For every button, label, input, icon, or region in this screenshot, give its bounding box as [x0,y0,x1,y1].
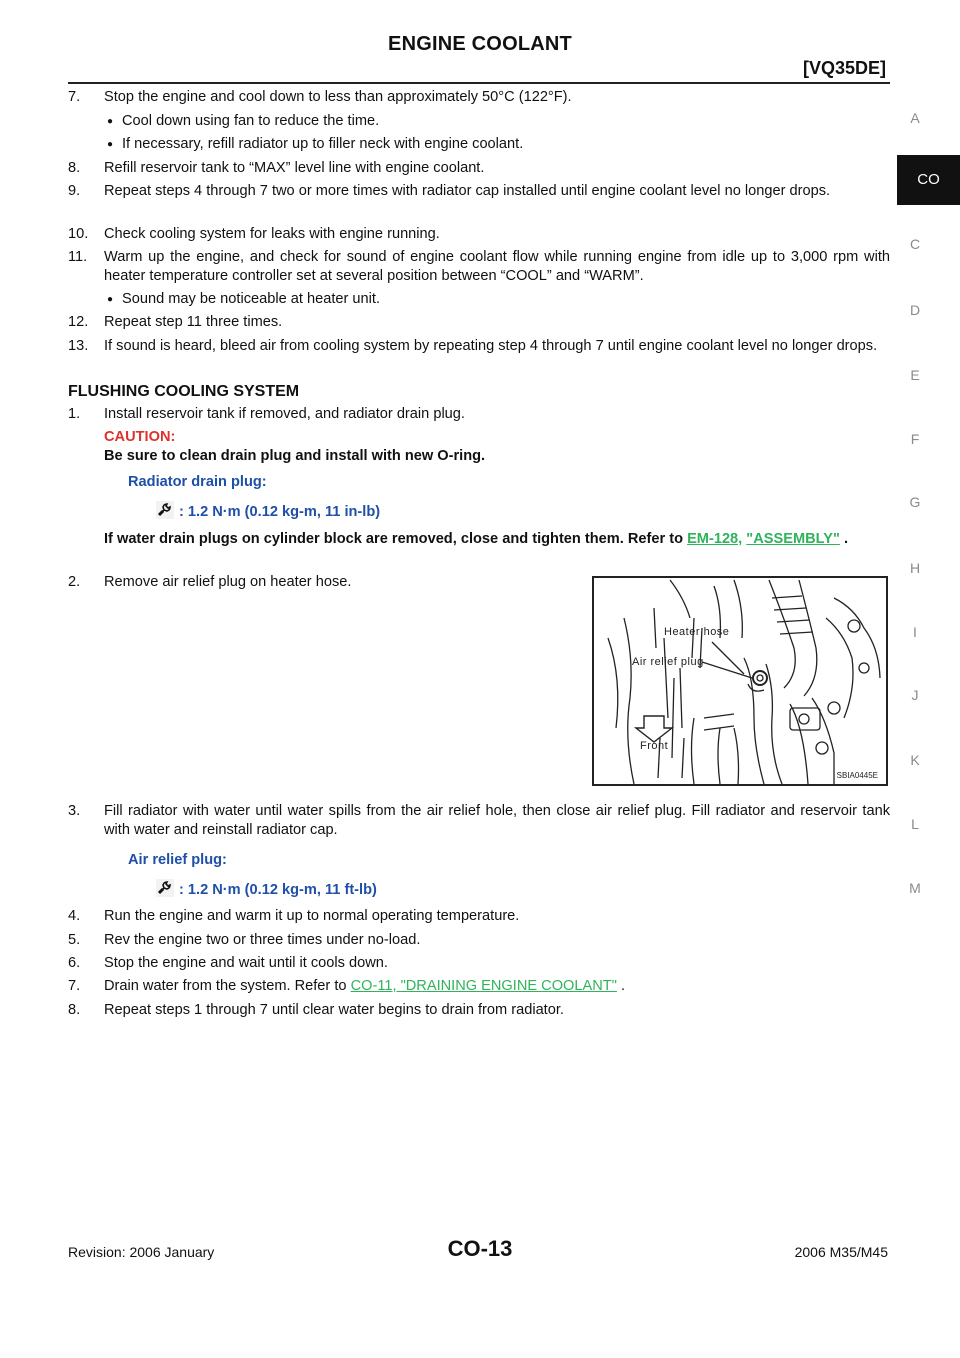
step-7-bullet-2: If necessary, refill radiator up to fill… [107,135,890,154]
step-12: 12. Repeat step 11 three times. [68,313,890,332]
index-tab-f[interactable]: F [910,431,920,447]
step-11-bullet-1: Sound may be noticeable at heater unit. [107,290,890,309]
step-7: 7. Stop the engine and cool down to less… [68,88,890,107]
step-number: 9. [68,183,81,199]
step-7-bullet-1: Cool down using fan to reduce the time. [107,112,890,131]
air-relief-plug-label: Air relief plug [632,656,704,668]
index-tab-e[interactable]: E [910,367,920,383]
flush-step-7: 7. Drain water from the system. Refer to… [68,977,890,996]
air-plug-torque: : 1.2 N·m (0.12 kg-m, 11 ft-lb) [156,879,377,898]
step-number: 2. [68,574,81,590]
heater-hose-figure: Heater hose Air relief plug Front SBIA04… [592,576,888,786]
step-number: 1. [68,406,81,422]
figure-code: SBIA0445E [836,771,878,780]
step-number: 13. [68,338,89,354]
step-text: Install reservoir tank if removed, and r… [104,406,465,422]
step-text: Drain water from the system. Refer to [104,978,347,994]
step-number: 7. [68,89,81,105]
step-text: Fill radiator with water until water spi… [104,803,890,838]
index-tab-d[interactable]: D [909,302,921,318]
index-tab-j[interactable]: J [911,687,919,703]
step-number: 3. [68,803,81,819]
index-tab-co-active[interactable]: CO [897,155,960,205]
section-heading: FLUSHING COOLING SYSTEM [68,383,300,400]
index-tab-i[interactable]: I [913,624,917,640]
step-text: Run the engine and warm it up to normal … [104,908,520,924]
torque-wrench-icon [156,879,174,897]
engine-drawing [607,579,881,784]
step-text: If sound is heard, bleed air from coolin… [104,338,878,354]
step-text-end: . [620,978,626,994]
step-8: 8. Refill reservoir tank to “MAX” level … [68,159,890,178]
torque-value: : 1.2 N·m (0.12 kg-m, 11 in-lb) [179,504,381,520]
step-number: 7. [68,978,81,994]
drain-plug-label: Radiator drain plug: [128,474,267,490]
front-label: Front [640,740,669,752]
step-text: Stop the engine and cool down to less th… [104,89,572,105]
step-text: Refill reservoir tank to “MAX” level lin… [104,160,485,176]
flush-step-5: 5. Rev the engine two or three times und… [68,931,890,950]
page-title: ENGINE COOLANT [388,33,572,55]
step-text: Rev the engine two or three times under … [104,932,421,948]
step-text: Stop the engine and wait until it cools … [104,955,388,971]
index-tab-a[interactable]: A [910,110,920,126]
engine-model: [VQ35DE] [802,58,886,78]
index-tab-h[interactable]: H [909,560,921,576]
step-number: 4. [68,908,81,924]
step-number: 6. [68,955,81,971]
flush-step-3: 3. Fill radiator with water until water … [68,802,890,840]
step-number: 10. [68,226,89,242]
em-128-link[interactable]: EM-128, [687,531,743,547]
block-plug-note: If water drain plugs on cylinder block a… [104,530,890,549]
step-number: 8. [68,160,81,176]
page-number: CO-13 [447,1236,513,1261]
note-text: If water drain plugs on cylinder block a… [104,531,684,547]
step-13: 13. If sound is heard, bleed air from co… [68,337,890,356]
step-text: Repeat steps 1 through 7 until clear wat… [104,1002,564,1018]
air-plug-label: Air relief plug: [128,852,227,868]
torque-value: : 1.2 N·m (0.12 kg-m, 11 ft-lb) [179,882,377,898]
co-11-draining-link[interactable]: CO-11, "DRAINING ENGINE COOLANT" [350,978,617,994]
step-number: 5. [68,932,81,948]
step-number: 8. [68,1002,81,1018]
flush-step-2: 2. Remove air relief plug on heater hose… [68,573,574,592]
step-number: 12. [68,314,89,330]
revision-date: Revision: 2006 January [68,1244,215,1260]
header-divider [68,82,890,84]
step-text: Remove air relief plug on heater hose. [104,574,352,590]
caution-text: Be sure to clean drain plug and install … [104,448,486,464]
index-tab-k[interactable]: K [910,752,920,768]
assembly-link[interactable]: "ASSEMBLY" [746,531,840,547]
flush-step-4: 4. Run the engine and warm it up to norm… [68,907,890,926]
flush-step-1: 1. Install reservoir tank if removed, an… [68,405,890,424]
index-tab-m[interactable]: M [909,880,921,896]
index-tab-g[interactable]: G [909,494,921,510]
step-number: 11. [68,249,88,265]
flush-step-6: 6. Stop the engine and wait until it coo… [68,954,890,973]
step-text: Check cooling system for leaks with engi… [104,226,440,242]
drain-plug-torque: : 1.2 N·m (0.12 kg-m, 11 in-lb) [156,501,380,520]
vehicle-model: 2006 M35/M45 [794,1244,888,1260]
index-tab-l[interactable]: L [911,816,919,832]
torque-wrench-icon [156,501,174,519]
caution-label: CAUTION: [104,429,176,445]
index-tab-c[interactable]: C [909,236,921,252]
step-text: Repeat step 11 three times. [104,314,283,330]
flush-step-8: 8. Repeat steps 1 through 7 until clear … [68,1001,890,1020]
step-text: Warm up the engine, and check for sound … [104,249,890,284]
note-end: . [843,531,849,547]
heater-hose-label: Heater hose [664,626,730,638]
step-text: Repeat steps 4 through 7 two or more tim… [104,183,831,199]
step-10: 10. Check cooling system for leaks with … [68,225,890,244]
step-9: 9. Repeat steps 4 through 7 two or more … [68,182,890,201]
step-11: 11. Warm up the engine, and check for so… [68,248,890,286]
